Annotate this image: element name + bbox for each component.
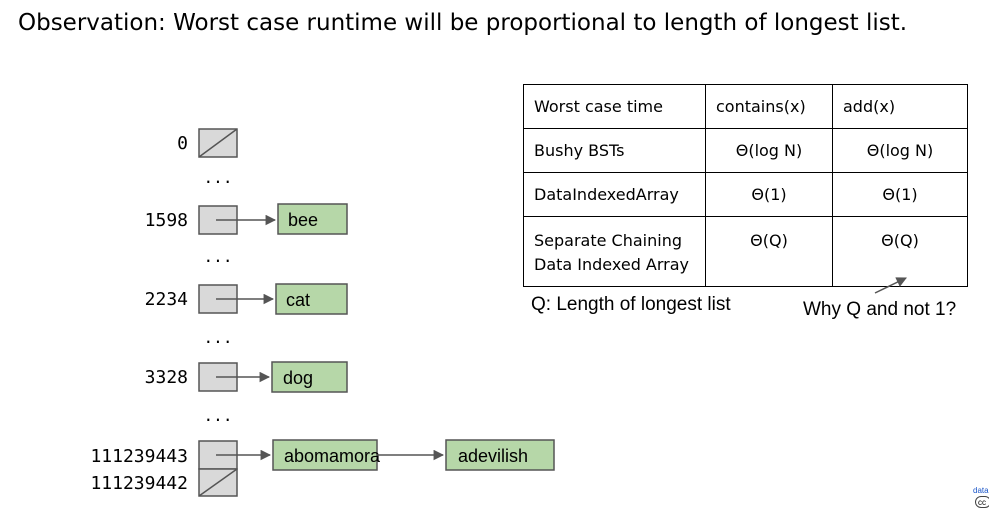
bucket-index: 1598 [145, 210, 188, 231]
table-row: Separate Chaining Data Indexed Array Θ(Q… [523, 216, 968, 287]
table-row: DataIndexedArray Θ(1) Θ(1) [523, 172, 968, 217]
list-node [275, 283, 348, 315]
bucket-index: 0 [177, 133, 188, 154]
table-cell-add: Θ(log N) [832, 128, 968, 173]
corner-link[interactable]: data [973, 486, 989, 495]
bucket-index: 2234 [145, 289, 188, 310]
table-row: Bushy BSTs Θ(log N) Θ(log N) [523, 128, 968, 173]
table-cell-name-line1: Separate Chaining [534, 231, 682, 250]
list-node-label: bee [288, 210, 318, 230]
table-cell-add: Θ(Q) [832, 216, 968, 287]
table-header-row: Worst case time contains(x) add(x) [523, 84, 968, 129]
q-definition-note: Q: Length of longest list [531, 294, 731, 315]
ellipsis: ... [204, 328, 233, 347]
question-note: Why Q and not 1? [803, 299, 957, 320]
table-cell-contains: Θ(log N) [705, 128, 833, 173]
table-header: contains(x) [705, 84, 833, 129]
bucket-index: 111239443 [90, 446, 188, 467]
ellipsis: ... [204, 168, 233, 187]
list-node-label: abomamora [284, 446, 381, 466]
bucket-index: 3328 [145, 367, 188, 388]
list-node-label: cat [286, 290, 310, 310]
table-cell-contains: Θ(Q) [705, 216, 833, 287]
slide-title: Observation: Worst case runtime will be … [18, 10, 908, 36]
table-cell-name: Separate Chaining Data Indexed Array [523, 216, 706, 287]
ellipsis: ... [204, 247, 233, 266]
table-header: Worst case time [523, 84, 706, 129]
bucket-index: 111239442 [90, 473, 188, 494]
cc-license-icon: cc [975, 496, 989, 508]
runtime-comparison-table: Worst case time contains(x) add(x) Bushy… [523, 84, 968, 287]
list-node [271, 361, 348, 393]
list-node-label: dog [283, 368, 313, 388]
table-cell-name: Bushy BSTs [523, 128, 706, 173]
null-slash [198, 468, 238, 497]
list-node-label: adevilish [458, 446, 528, 466]
list-node [445, 439, 555, 471]
null-slash [198, 128, 238, 158]
table-cell-name-line2: Data Indexed Array [534, 255, 690, 274]
ellipsis: ... [204, 406, 233, 425]
table-header: add(x) [832, 84, 968, 129]
table-cell-contains: Θ(1) [705, 172, 833, 217]
list-node [277, 203, 348, 235]
question-arrow [874, 277, 907, 294]
table-cell-add: Θ(1) [832, 172, 968, 217]
table-cell-name: DataIndexedArray [523, 172, 706, 217]
